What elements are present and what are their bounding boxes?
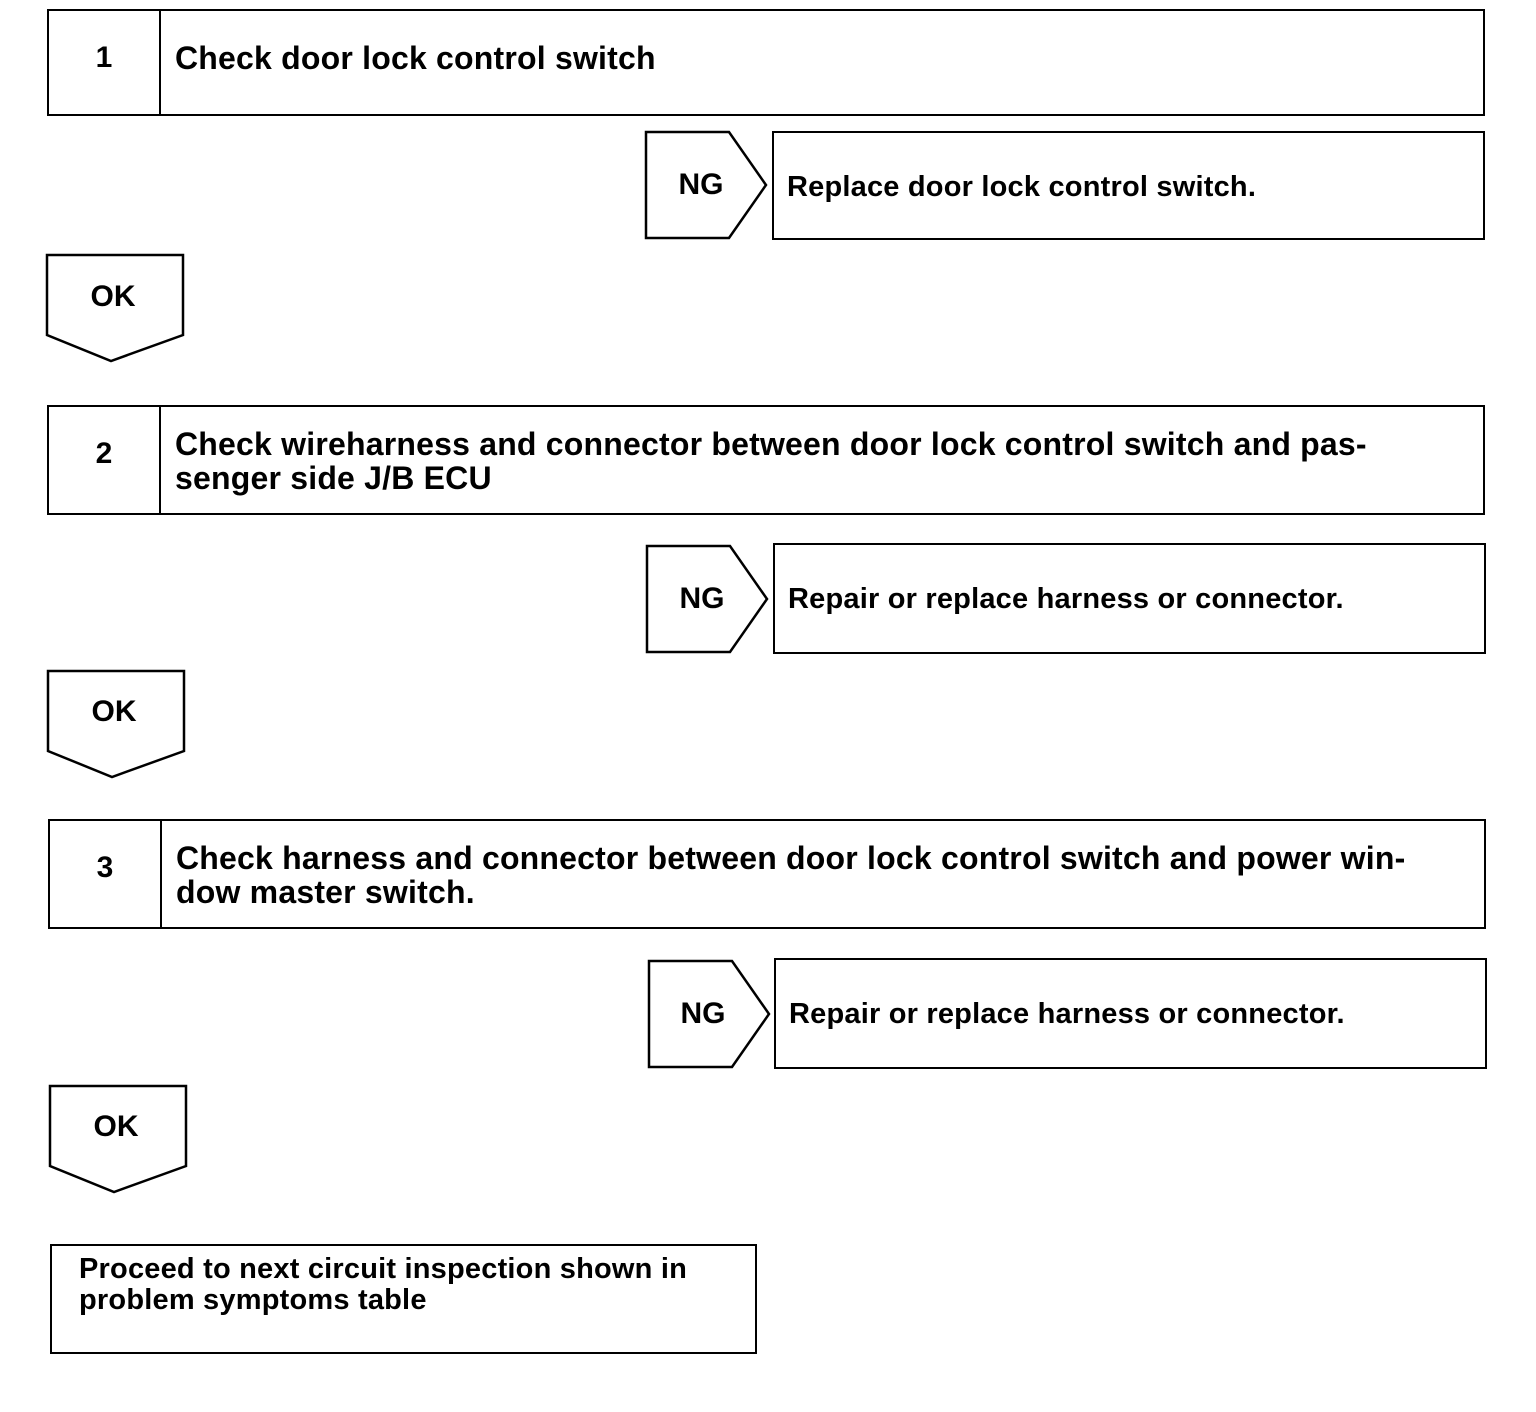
- ok-label-1: OK: [90, 280, 136, 313]
- ok-arrow-2: [46, 669, 186, 779]
- step-2-text: Check wireharness and connector between …: [175, 427, 1423, 495]
- step-3-text-line2: dow master switch.: [176, 874, 475, 910]
- step-2-text-line1: Check wireharness and connector between …: [175, 426, 1367, 462]
- ng-result-1-text: Replace door lock control switch.: [787, 171, 1257, 203]
- final-action-line2: problem symptoms table: [79, 1284, 427, 1316]
- step-3-text-line1: Check harness and connector between door…: [176, 840, 1406, 876]
- ng-result-2-text: Repair or replace harness or connector.: [788, 583, 1344, 615]
- ng-result-3-text: Repair or replace harness or connector.: [789, 998, 1345, 1030]
- step-1-number: 1: [49, 11, 161, 114]
- step-1-box: 1 Check door lock control switch: [47, 9, 1485, 116]
- step-2-text-line2: senger side J/B ECU: [175, 460, 492, 496]
- final-action-box: Proceed to next circuit inspection shown…: [50, 1244, 757, 1354]
- ok-label-3: OK: [93, 1110, 139, 1143]
- ng-result-2: Repair or replace harness or connector.: [773, 543, 1486, 654]
- ng-label-1: NG: [678, 168, 724, 201]
- step-3-number: 3: [50, 821, 162, 927]
- ok-label-2: OK: [91, 695, 137, 728]
- step-1-text: Check door lock control switch: [175, 40, 656, 76]
- step-2-number: 2: [49, 407, 161, 513]
- ok-arrow-3: [48, 1084, 188, 1194]
- step-3-text: Check harness and connector between door…: [176, 841, 1424, 909]
- ng-label-2: NG: [679, 582, 725, 615]
- final-action-text: Proceed to next circuit inspection shown…: [79, 1254, 735, 1316]
- ng-label-3: NG: [680, 997, 726, 1030]
- ok-arrow-1: [45, 253, 185, 363]
- ng-arrow-3: [647, 959, 771, 1069]
- step-3-box: 3 Check harness and connector between do…: [48, 819, 1486, 929]
- step-2-box: 2 Check wireharness and connector betwee…: [47, 405, 1485, 515]
- ng-arrow-1: [644, 130, 768, 240]
- ng-result-3: Repair or replace harness or connector.: [774, 958, 1487, 1069]
- final-action-line1: Proceed to next circuit inspection shown…: [79, 1253, 688, 1285]
- ng-arrow-2: [645, 544, 769, 654]
- ng-result-1: Replace door lock control switch.: [772, 131, 1485, 240]
